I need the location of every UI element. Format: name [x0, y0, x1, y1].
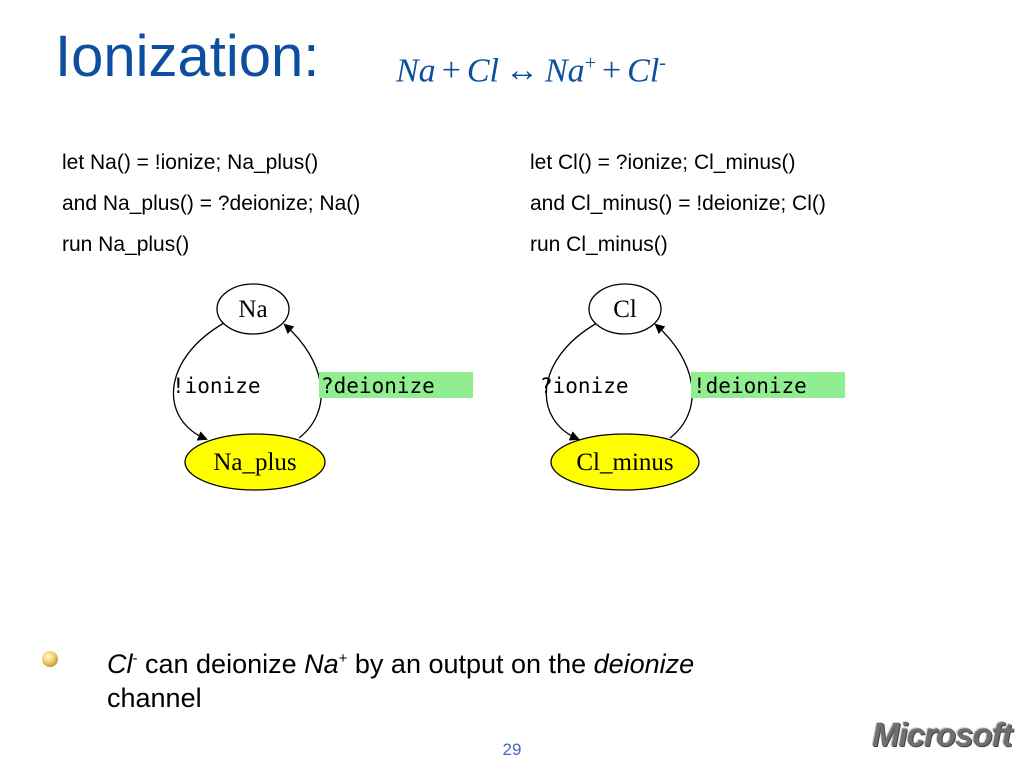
na-plus-node-label: Na_plus — [213, 449, 296, 476]
ionize-edge-label: !ionize — [172, 374, 261, 398]
cl-code-block: let Cl() = ?ionize; Cl_minus() and Cl_mi… — [530, 146, 826, 269]
bullet-object-charge: + — [338, 650, 348, 667]
na-code-block: let Na() = !ionize; Na_plus() and Na_plu… — [62, 146, 360, 269]
na-plus-node — [184, 433, 326, 491]
eq-na: Na — [396, 52, 436, 90]
page-number: 29 — [502, 740, 522, 759]
bullet-object: Na — [304, 649, 339, 679]
deionize-edge — [654, 323, 693, 439]
bullet-point: Cl- can deionize Na+ by an output on the… — [107, 642, 927, 715]
ionize-edge-label: ?ionize — [540, 374, 629, 398]
code-line: and Na_plus() = ?deionize; Na() — [62, 192, 361, 215]
bullet-icon — [42, 651, 58, 667]
code-line: let Na() = !ionize; Na_plus() — [62, 151, 319, 174]
eq-arrow: ↔ — [505, 52, 539, 90]
bullet-channel: deionize — [593, 649, 695, 679]
ionize-edge — [172, 322, 225, 441]
bullet-subject: Cl — [107, 649, 133, 679]
ionize-edge — [545, 322, 598, 441]
bullet-text-part: by an output on the — [347, 649, 594, 679]
deionize-edge — [283, 323, 322, 439]
cl-node — [588, 283, 662, 335]
eq-plus: + — [441, 52, 461, 90]
eq-na-charge: + — [584, 52, 596, 74]
code-line: run Cl_minus() — [530, 233, 668, 256]
code-line: and Cl_minus() = !deionize; Cl() — [530, 192, 826, 215]
bullet-text-part: channel — [107, 683, 202, 713]
code-line: run Na_plus() — [62, 233, 190, 256]
cl-minus-node — [550, 433, 700, 491]
cl-minus-node-label: Cl_minus — [576, 449, 673, 476]
cl-state-diagram: ?ionize !deionize Cl Cl_minus — [540, 283, 845, 491]
eq-cl: Cl — [466, 52, 499, 90]
cl-node-label: Cl — [613, 296, 637, 323]
bullet-text-part: can deionize — [137, 649, 305, 679]
na-node-label: Na — [238, 296, 267, 323]
deionize-edge-label: !deionize — [693, 374, 807, 398]
ionization-equation: Na+Cl↔Na++Cl- — [396, 52, 666, 90]
na-node — [216, 283, 290, 335]
eq-cl-charge: - — [659, 52, 666, 74]
microsoft-logo: Microsoft — [872, 716, 1012, 753]
slide-title: Ionization: — [55, 24, 320, 89]
eq-na-ion: Na — [545, 52, 585, 90]
deionize-label-highlight — [691, 372, 845, 398]
code-line: let Cl() = ?ionize; Cl_minus() — [530, 151, 796, 174]
bullet-subject-charge: - — [132, 650, 138, 667]
deionize-edge-label: ?deionize — [321, 374, 435, 398]
eq-cl-ion: Cl — [627, 52, 660, 90]
deionize-label-highlight — [319, 372, 473, 398]
eq-plus-2: + — [601, 52, 622, 90]
na-state-diagram: !ionize ?deionize Na Na_plus — [172, 283, 473, 491]
